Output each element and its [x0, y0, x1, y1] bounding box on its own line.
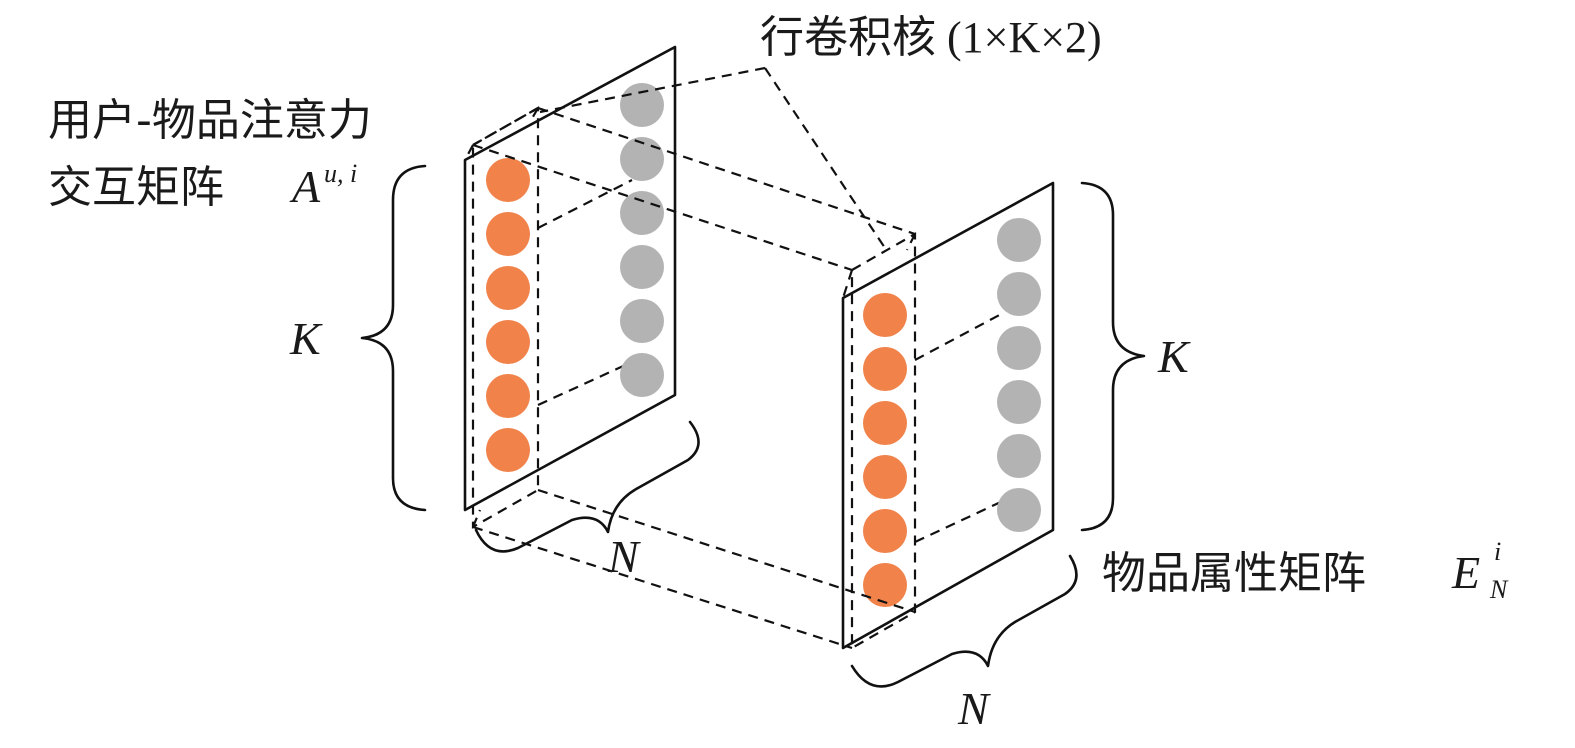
matrix-e-gray-dots — [997, 218, 1041, 532]
matrix-e-plane — [841, 181, 1055, 650]
matrix-a-superscript: u, i — [324, 159, 357, 188]
gray-dot — [620, 353, 664, 397]
orange-dot — [863, 401, 907, 445]
orange-dot — [863, 347, 907, 391]
gray-dot — [620, 137, 664, 181]
left-n-brace — [474, 420, 700, 553]
matrix-a-symbol: A — [289, 161, 321, 212]
gray-dot — [997, 380, 1041, 424]
kernel-label-leaders — [539, 66, 886, 249]
matrix-a-label-line1: 用户-物品注意力 — [48, 95, 372, 146]
gray-dot — [997, 218, 1041, 262]
orange-dot — [486, 374, 530, 418]
orange-dot — [486, 158, 530, 202]
left-k-brace — [360, 164, 427, 512]
matrix-a-orange-dots — [486, 158, 530, 472]
gray-dot — [997, 326, 1041, 370]
left-n-label: N — [607, 531, 641, 582]
item-attribute-matrix — [841, 181, 1055, 650]
orange-dot — [863, 563, 907, 607]
gray-dot — [997, 434, 1041, 478]
kernel-projection-lines — [472, 106, 916, 650]
kernel-label: 行卷积核 (1×K×2) — [760, 13, 1102, 62]
gray-dot — [620, 191, 664, 235]
orange-dot — [486, 320, 530, 364]
matrix-e-symbol: E — [1451, 547, 1480, 598]
orange-dot — [486, 212, 530, 256]
orange-dot — [486, 266, 530, 310]
user-item-attention-matrix — [463, 45, 677, 529]
left-k-label: K — [289, 313, 323, 364]
matrix-a-kernel-box — [464, 106, 540, 529]
gray-dot — [997, 272, 1041, 316]
gray-dot — [997, 488, 1041, 532]
matrix-e-subscript: N — [1489, 575, 1509, 604]
right-k-brace — [1080, 181, 1146, 532]
matrix-a-plane — [463, 45, 677, 512]
matrix-e-superscript: i — [1494, 537, 1501, 566]
orange-dot — [486, 428, 530, 472]
gray-dot — [620, 245, 664, 289]
matrix-a-label: 用户-物品注意力 交互矩阵 A u, i — [48, 95, 372, 213]
orange-dot — [863, 455, 907, 499]
right-n-brace — [850, 554, 1078, 688]
right-k-label: K — [1157, 331, 1191, 382]
matrix-a-label-line2: 交互矩阵 — [48, 162, 224, 213]
matrix-e-label-text: 物品属性矩阵 — [1102, 548, 1366, 599]
matrix-e-orange-dots — [863, 293, 907, 607]
orange-dot — [863, 293, 907, 337]
right-n-label: N — [957, 683, 991, 734]
orange-dot — [863, 509, 907, 553]
matrix-e-label: 物品属性矩阵 E i N — [1102, 537, 1509, 604]
matrix-a-gray-dots — [620, 83, 664, 397]
gray-dot — [620, 299, 664, 343]
